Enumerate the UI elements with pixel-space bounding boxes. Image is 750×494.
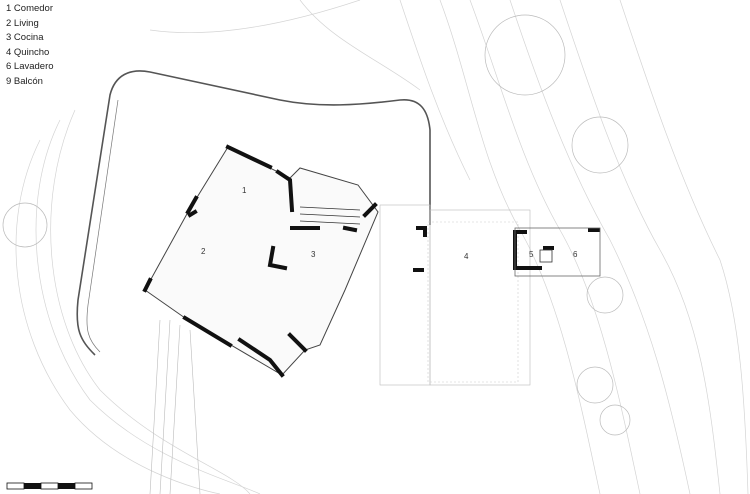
legend-item: 3 Cocina [6, 32, 44, 44]
room-label-comedor: 1 [242, 186, 247, 195]
room-label-living: 2 [201, 247, 206, 256]
legend-item: 6 Lavadero [6, 61, 54, 73]
trees [2, 14, 631, 436]
legend-item: 4 Quincho [6, 46, 50, 58]
legend-item: 2 Living [6, 17, 39, 29]
scale-bar [6, 482, 93, 490]
terrace-outline [76, 70, 431, 356]
stairs [299, 206, 553, 263]
legend-item: 9 Balcón [6, 75, 43, 87]
terrace-inner-edge [86, 99, 119, 353]
room-label-lavadero: 6 [573, 250, 578, 259]
legend-item: 1 Comedor [6, 3, 53, 14]
room-label-quincho: 4 [464, 252, 469, 261]
room-label-cocina: 3 [311, 250, 316, 259]
quincho-annex [514, 227, 601, 277]
house-outline [144, 146, 379, 376]
terrace-paving [149, 204, 531, 494]
topography-contours [15, 0, 749, 494]
walls [142, 144, 600, 378]
room-legend: 1 Comedor 2 Living 3 Cocina 4 Quincho 6 … [6, 2, 54, 90]
room-label-5: 5 [529, 250, 534, 259]
